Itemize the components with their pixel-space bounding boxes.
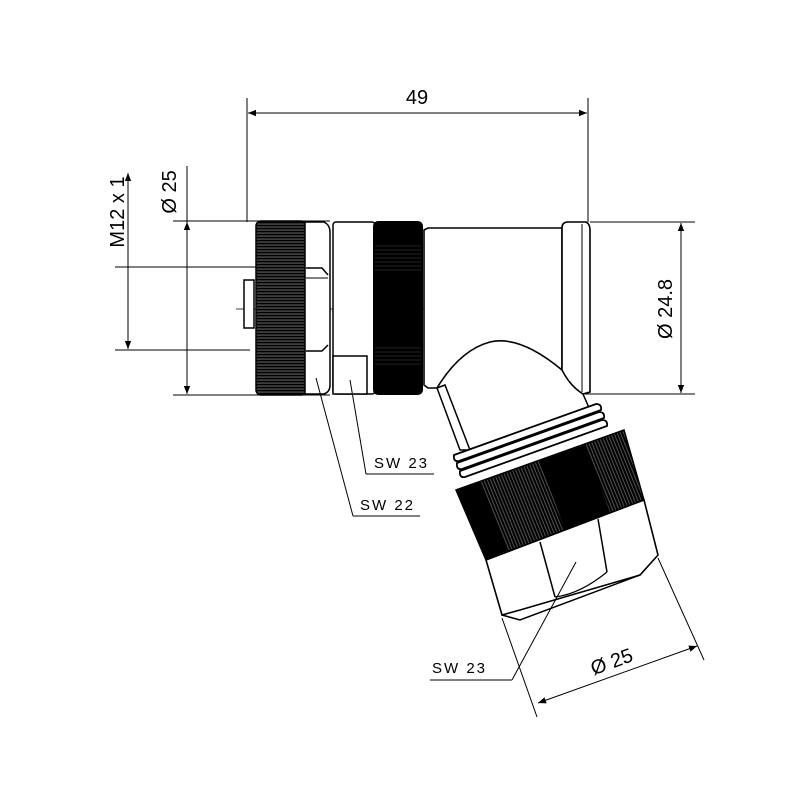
dim-flange-diameter-text: Ø 24.8 [655,279,677,339]
dim-overall-length-text: 49 [406,87,428,109]
leader-sw-hex: SW 22 [315,377,420,517]
leader-sw-front: SW 23 [349,379,434,475]
label-sw-hex: SW 22 [360,497,415,514]
dim-gland-diameter-text: Ø 25 [588,645,636,681]
body-sleeve [332,221,423,395]
cable-gland [436,384,659,621]
dim-flange-diameter: Ø 24.8 [585,221,695,395]
dim-thread-text: M12 x 1 [107,176,129,247]
dim-nut-diameter-text: Ø 25 [159,170,181,213]
dim-thread: M12 x 1 [107,173,330,351]
front-coupling-nut [243,220,331,396]
dim-overall-length: 49 [246,87,589,222]
angled-housing [423,221,591,395]
label-sw-gland: SW 23 [432,660,487,677]
label-sw-front: SW 23 [374,455,429,472]
leader-sw-gland: SW 23 [430,561,577,681]
